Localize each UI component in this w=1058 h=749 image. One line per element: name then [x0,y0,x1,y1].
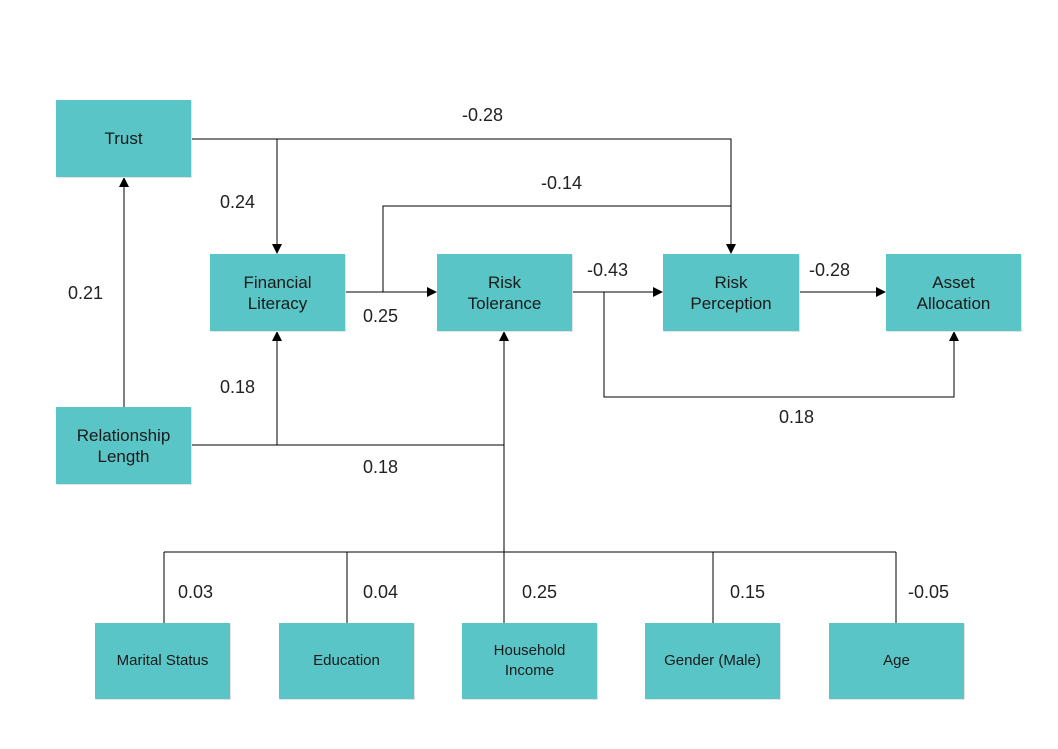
coef-length-tolerance: 0.18 [363,457,399,477]
age-label: Age [883,652,910,669]
coef-length-trust: 0.21 [68,283,104,303]
risk-tolerance-node: Risk Tolerance [437,254,572,331]
coef-trust-perception: -0.28 [462,105,504,125]
household-income-label: Household Income [493,642,566,679]
coef-literacy-perception: -0.14 [541,173,583,193]
education-node: Education [279,623,414,699]
edge-trust-perception [191,138,736,254]
trust-node: Trust [56,100,191,177]
coef-tolerance-allocation: 0.18 [779,407,815,427]
coef-tolerance-perception: -0.43 [587,260,629,280]
education-label: Education [313,652,380,669]
coef-marital-status: 0.03 [178,582,214,602]
marital-status-label: Marital Status [116,652,209,669]
household-income-node: Household Income [462,623,597,699]
financial-literacy-node: Financial Literacy [210,254,345,331]
relationship-length-node: Relationship Length [56,407,191,484]
edge-tolerance-allocation [603,292,959,398]
marital-status-node: Marital Status [95,623,230,699]
risk-perception-node: Risk Perception [663,254,799,331]
asset-allocation-node: Asset Allocation [886,254,1021,331]
age-node: Age [829,623,964,699]
coef-education: 0.04 [363,582,399,602]
coef-length-literacy: 0.18 [220,377,256,397]
gender-node: Gender (Male) [645,623,780,699]
edge-literacy-perception [382,205,731,292]
risk-perception-label: Risk Perception [690,272,772,313]
coef-trust-literacy: 0.24 [220,192,256,212]
coef-literacy-tolerance: 0.25 [363,306,399,326]
coef-perception-allocation: -0.28 [809,260,851,280]
relationship-length-label: Relationship Length [76,425,171,466]
coef-age: -0.05 [908,582,950,602]
coef-gender: 0.15 [730,582,766,602]
risk-tolerance-label: Risk Tolerance [467,272,542,313]
trust-label: Trust [104,129,143,148]
financial-literacy-label: Financial Literacy [243,272,312,313]
gender-label: Gender (Male) [664,652,761,669]
coef-household-income: 0.25 [522,582,558,602]
asset-allocation-label: Asset Allocation [916,272,991,313]
